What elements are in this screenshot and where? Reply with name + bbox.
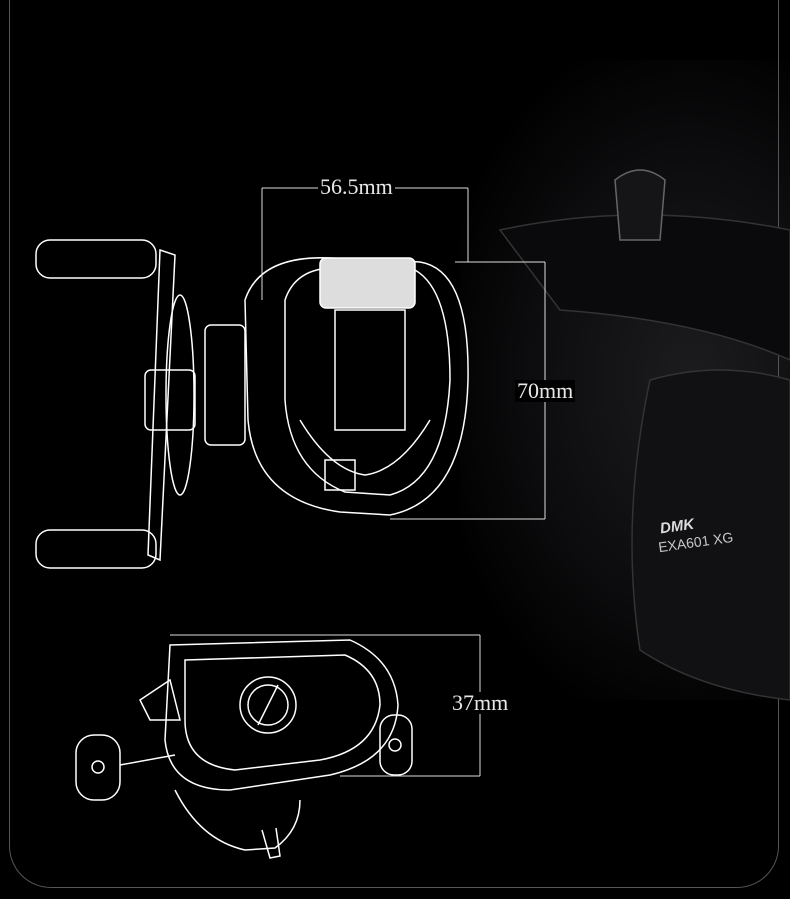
depth-dimension-label: 37mm: [450, 690, 511, 715]
front-view-drawing: [35, 239, 469, 569]
height-dimension-label: 70mm: [515, 378, 576, 403]
side-view-drawing: [75, 639, 413, 859]
width-dimension-label: 56.5mm: [318, 174, 395, 199]
reel-photo: [498, 169, 790, 701]
